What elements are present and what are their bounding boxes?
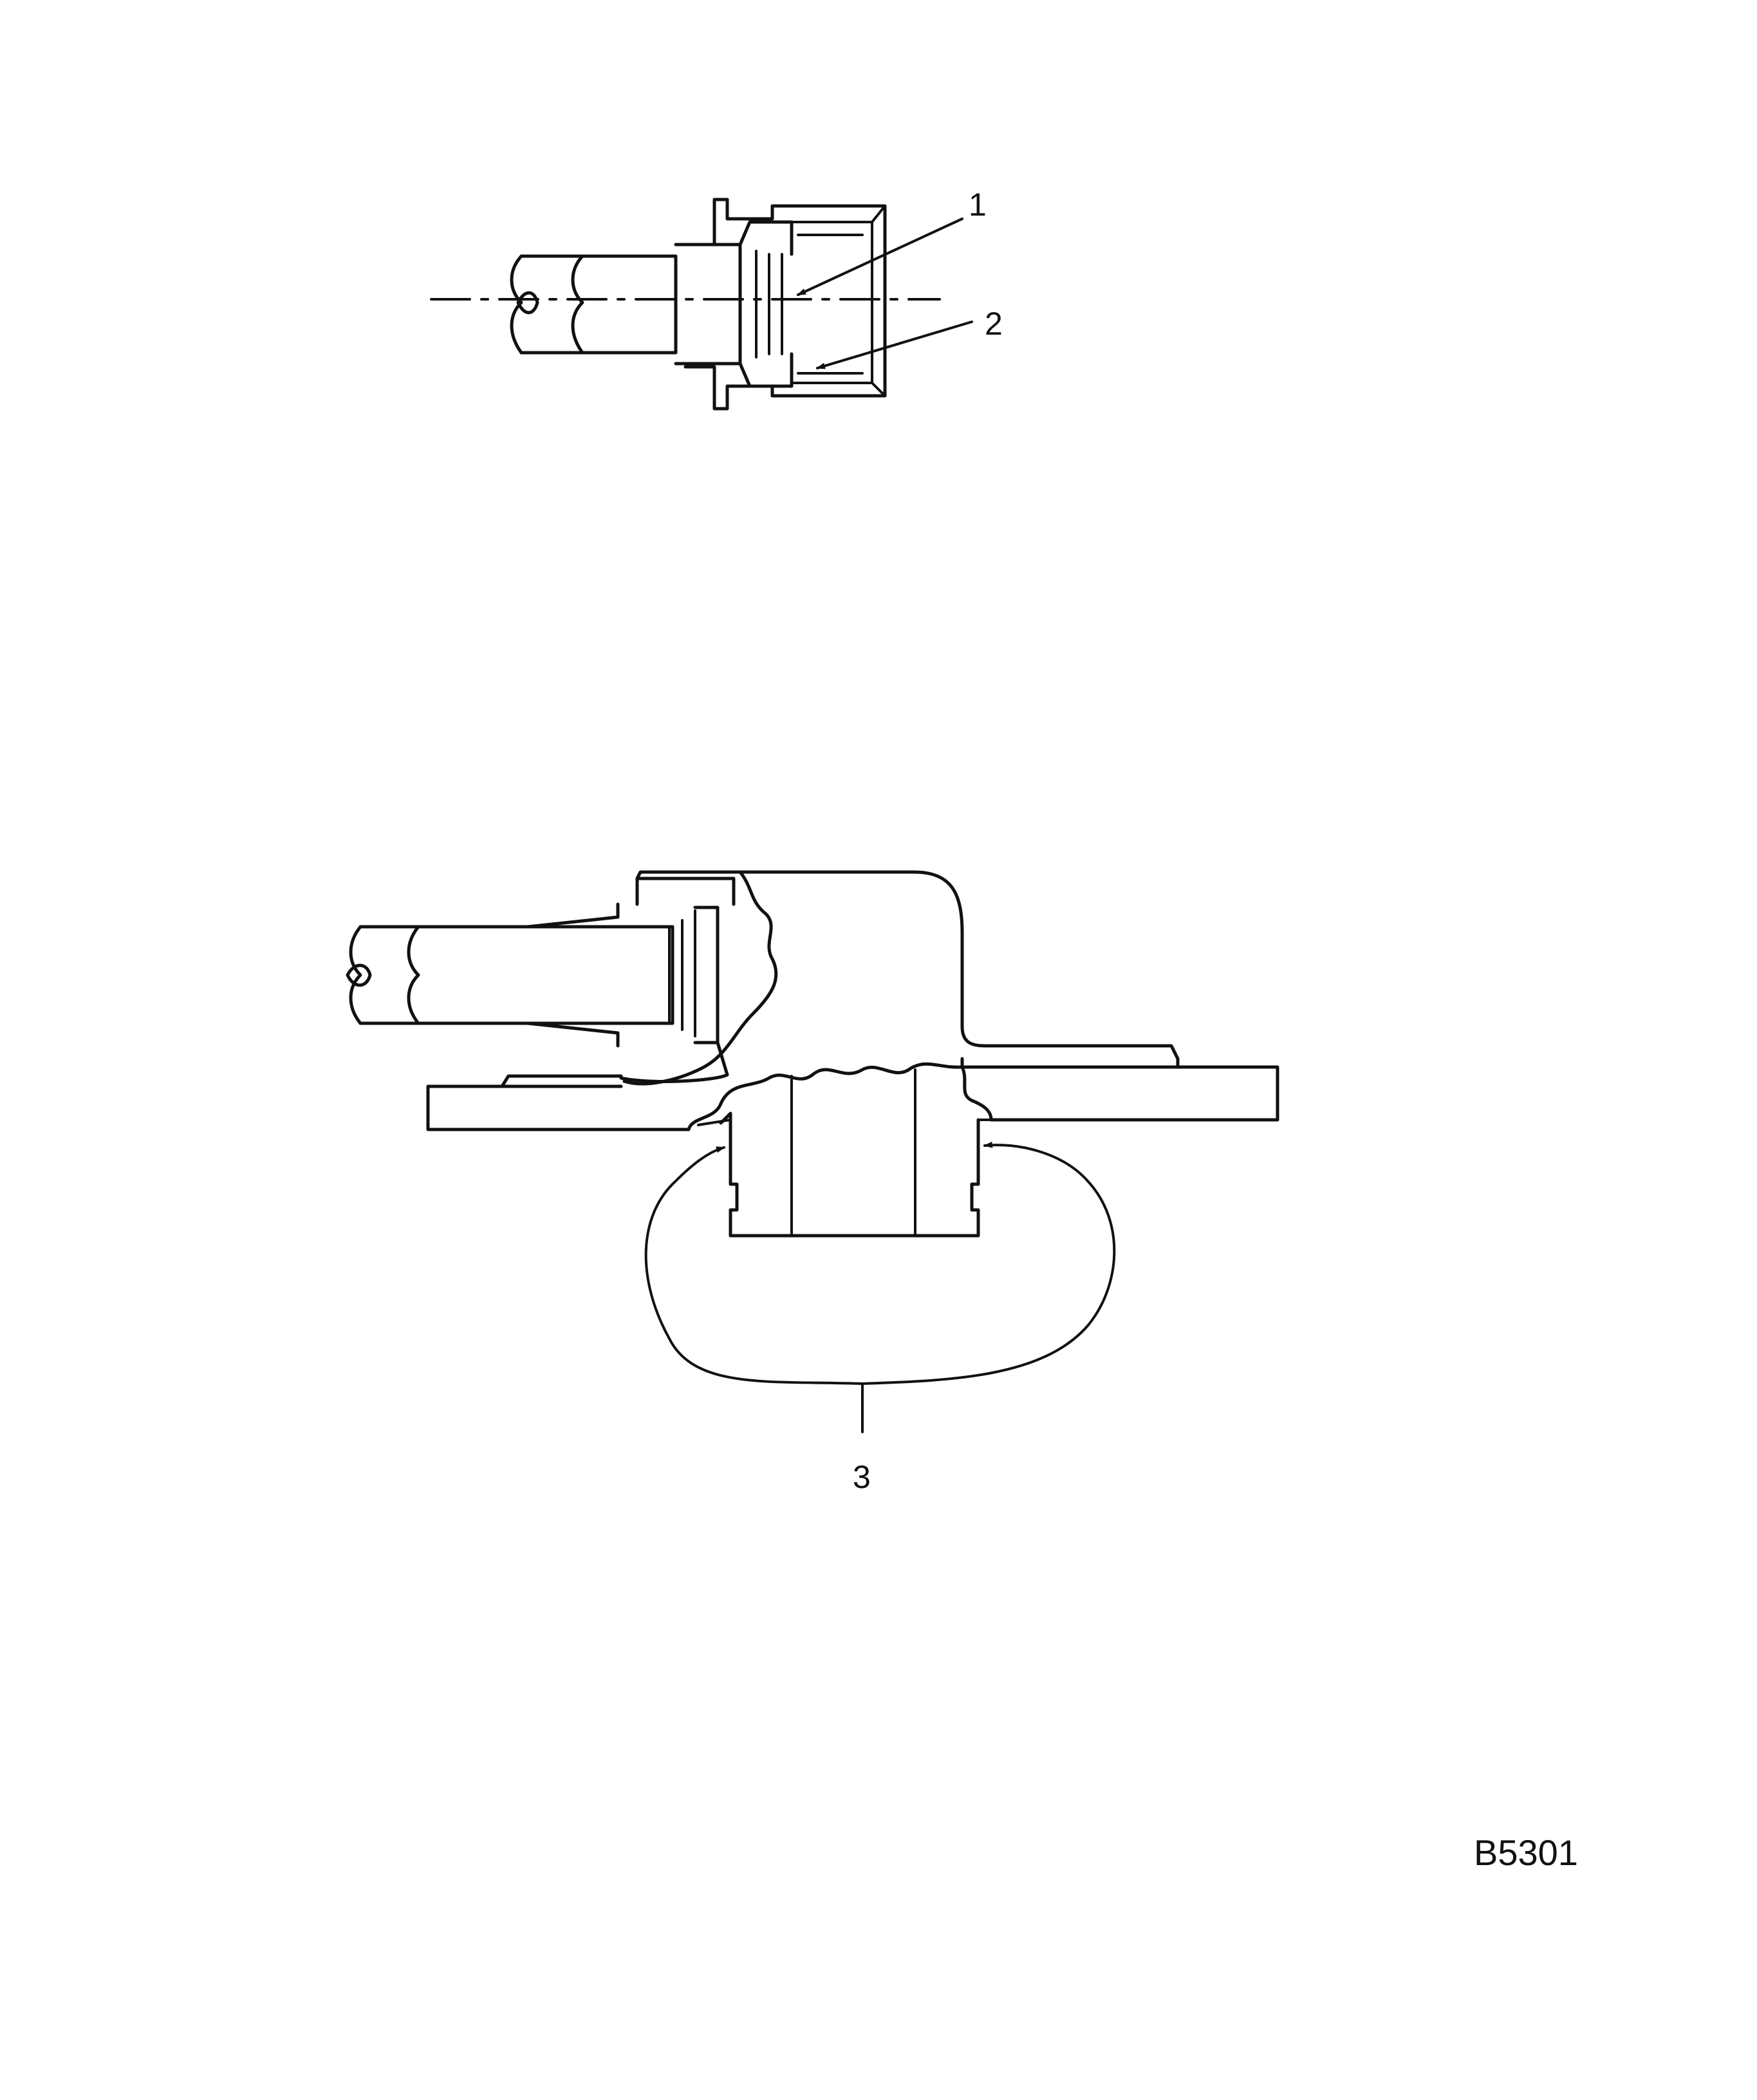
top-nut-body xyxy=(683,198,887,411)
top-rod-break-right xyxy=(571,254,584,355)
bottom-panel-plate xyxy=(426,1057,1279,1131)
top-rod-break-left xyxy=(510,254,523,355)
top-rod-break-curve xyxy=(516,291,539,315)
bottom-view-fitting xyxy=(346,870,1279,1238)
callout-3-loop-right xyxy=(861,1141,1116,1385)
top-sleeve-lip-lower xyxy=(738,352,794,388)
bottom-rod-break-curve xyxy=(346,963,372,987)
bottom-housing xyxy=(635,870,1180,1061)
bottom-sleeve-lower xyxy=(526,1021,620,1048)
bottom-insert-corner-left xyxy=(697,1119,732,1126)
top-view-connector xyxy=(430,198,941,411)
bottom-housing-break xyxy=(622,870,778,1086)
bottom-panel-break xyxy=(687,1062,993,1131)
top-nut-inner-wall-top xyxy=(790,221,873,384)
callout-2-leader xyxy=(816,321,973,369)
callout-3: 3 xyxy=(644,1141,1116,1495)
figure-id-label: B5301 xyxy=(1474,1832,1578,1873)
top-sleeve xyxy=(674,243,742,366)
top-rod-outline xyxy=(519,254,678,355)
bottom-housing-bottom-edge xyxy=(619,1041,729,1083)
top-nut-inner-bore xyxy=(797,234,864,375)
bottom-insert xyxy=(719,1111,980,1238)
callout-3-loop-left xyxy=(644,1146,864,1385)
bottom-rod-outline xyxy=(358,925,674,1025)
bottom-rod-break-right xyxy=(407,925,420,1025)
callout-1-leader xyxy=(797,218,963,296)
bottom-sleeve-collar xyxy=(693,906,720,1045)
callout-1: 1 xyxy=(797,187,987,296)
callout-2-label: 2 xyxy=(985,306,1003,342)
bottom-rod-break-left xyxy=(349,925,362,1025)
top-nut-right-face xyxy=(871,205,886,397)
callout-3-label: 3 xyxy=(853,1459,871,1495)
top-sleeve-lip-upper xyxy=(738,220,794,256)
bottom-sleeve-upper xyxy=(526,902,620,929)
callout-1-label: 1 xyxy=(969,187,987,223)
callout-2: 2 xyxy=(816,306,1003,369)
